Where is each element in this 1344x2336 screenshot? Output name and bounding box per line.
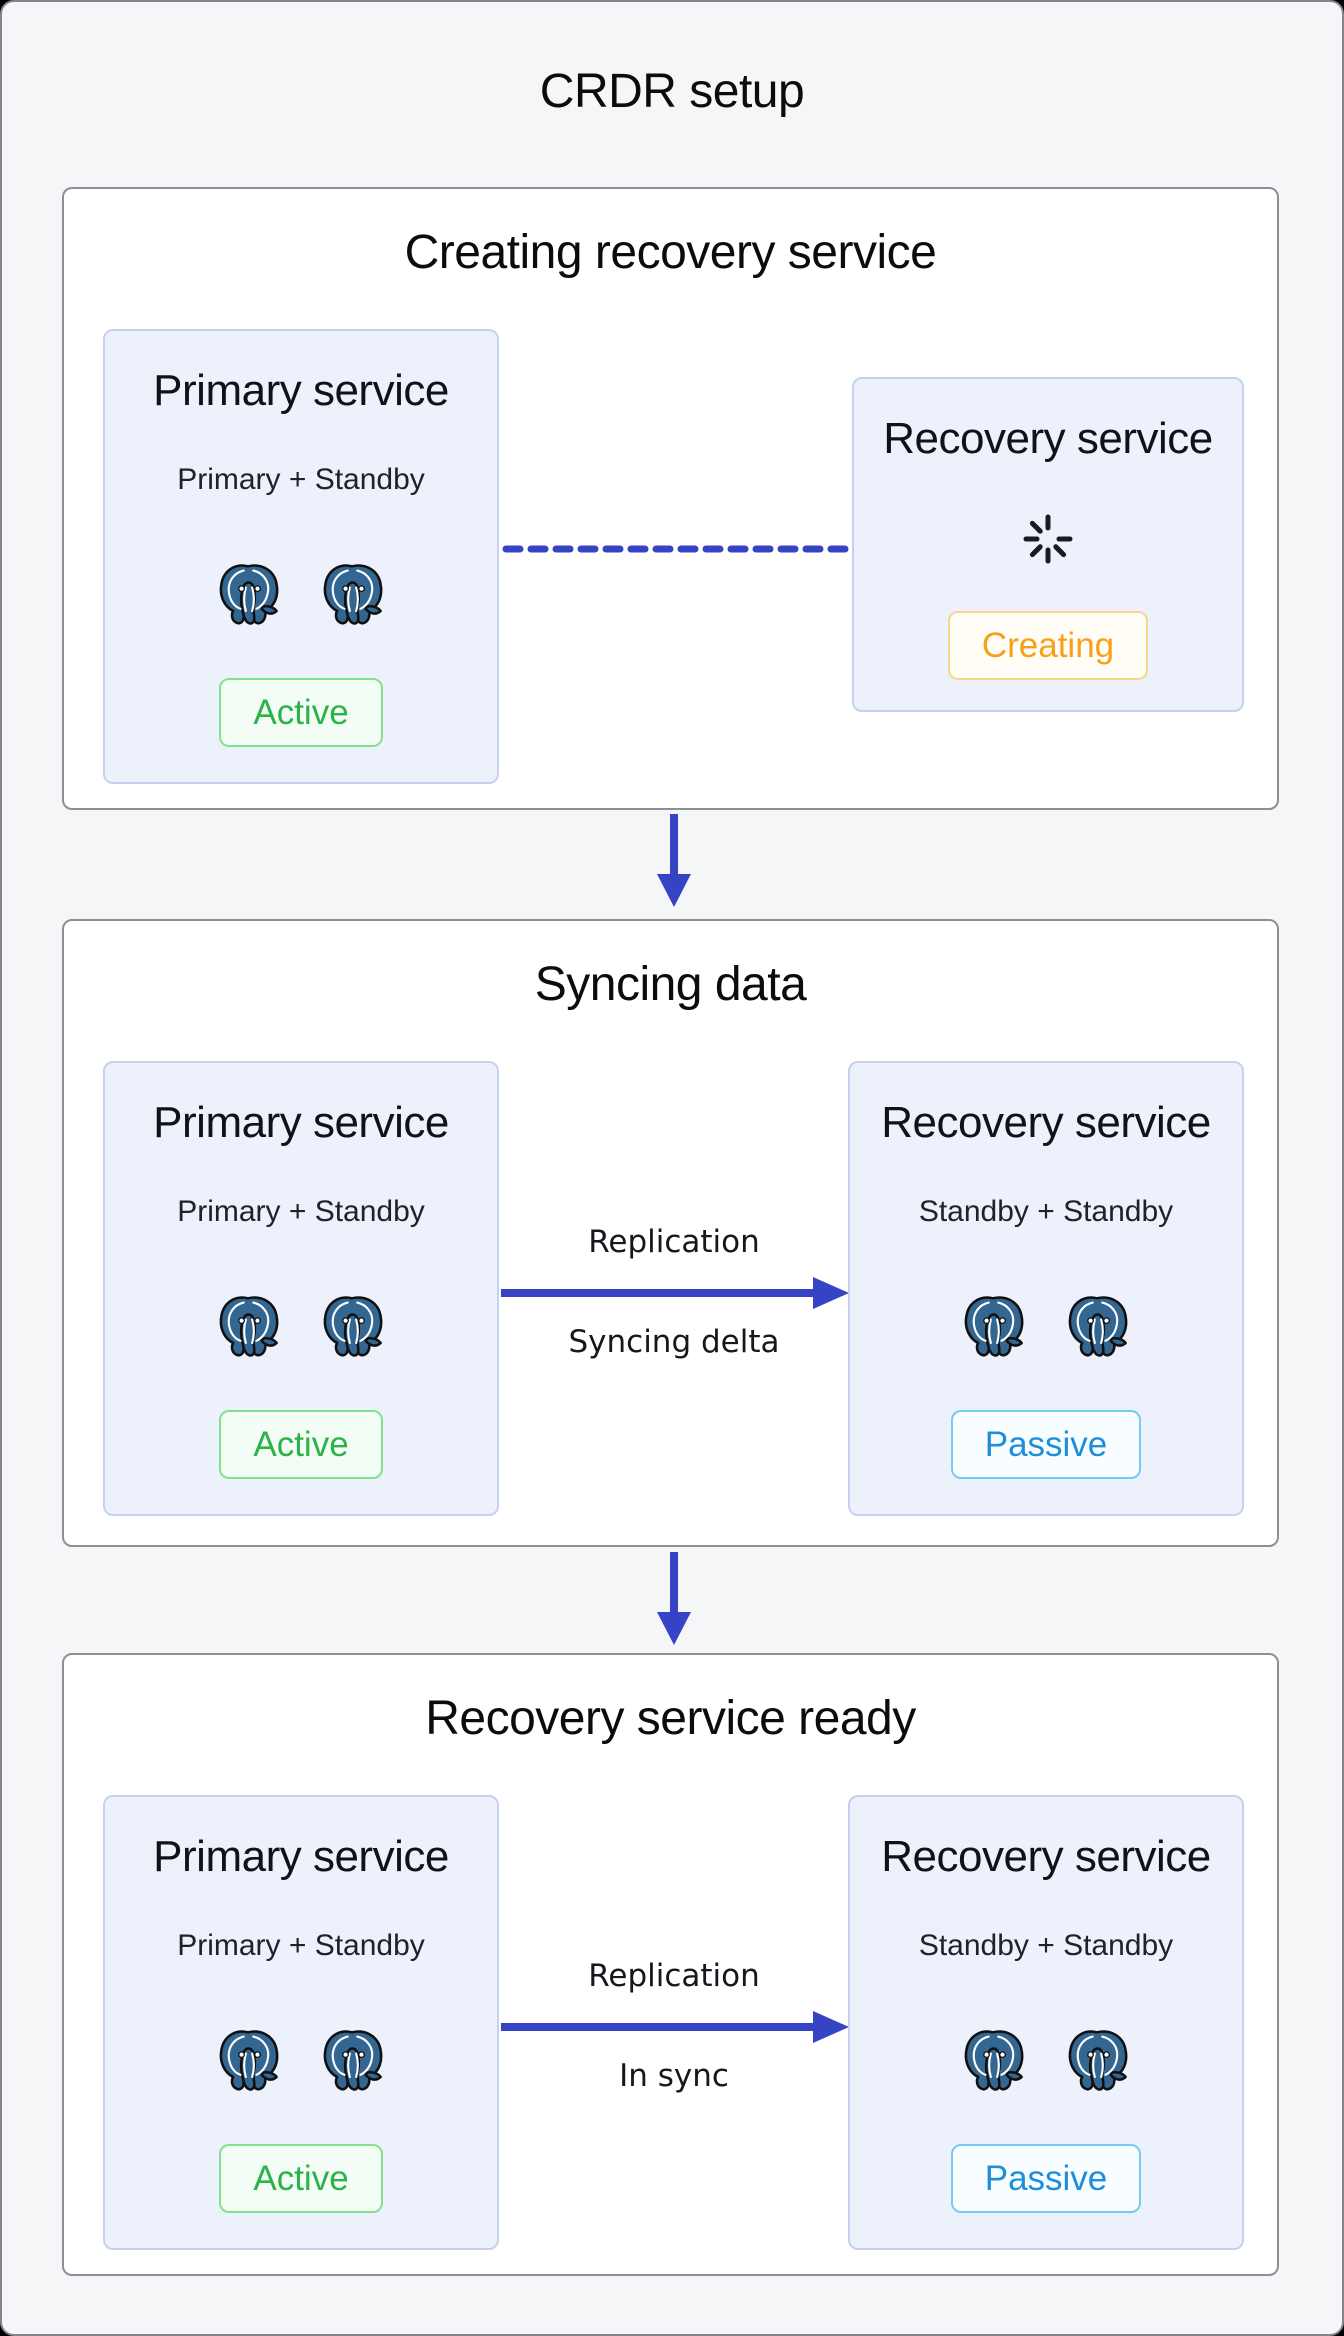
postgres-elephant-icon — [1064, 2027, 1132, 2095]
card-subtitle: Primary + Standby — [177, 463, 425, 496]
postgres-node-row — [215, 561, 387, 629]
status-badge: Active — [219, 1410, 383, 1479]
status-badge: Creating — [947, 611, 1149, 680]
status-badge: Passive — [950, 1410, 1142, 1479]
card-title: Primary service — [153, 1098, 449, 1147]
connector-label-bottom: In sync — [619, 2057, 729, 2094]
section-heading: Syncing data — [534, 958, 807, 1011]
loading-spinner-icon — [1020, 511, 1076, 567]
card-subtitle: Primary + Standby — [177, 1929, 425, 1962]
replication-connector: Replication In sync — [499, 1958, 849, 2094]
section-heading: Recovery service ready — [425, 1692, 916, 1745]
primary-service-card: Primary service Primary + Standby Active — [103, 329, 499, 784]
section-heading: Creating recovery service — [404, 226, 937, 279]
section-recovery-service-ready: Recovery service ready Primary service P… — [62, 1653, 1279, 2276]
page-title: CRDR setup — [539, 65, 805, 118]
primary-service-card: Primary service Primary + Standby Active — [103, 1795, 499, 2250]
postgres-elephant-icon — [215, 1293, 283, 1361]
dashed-connector-line — [502, 545, 850, 553]
postgres-elephant-icon — [1064, 1293, 1132, 1361]
postgres-elephant-icon — [960, 1293, 1028, 1361]
section-syncing-data: Syncing data Primary service Primary + S… — [62, 919, 1279, 1547]
postgres-elephant-icon — [960, 2027, 1028, 2095]
postgres-node-row — [215, 2027, 387, 2095]
postgres-node-row — [960, 2027, 1132, 2095]
card-title: Recovery service — [883, 414, 1213, 463]
status-badge: Passive — [950, 2144, 1142, 2213]
postgres-node-row — [960, 1293, 1132, 1361]
card-subtitle: Standby + Standby — [918, 1195, 1174, 1228]
card-title: Primary service — [153, 1832, 449, 1881]
arrow-right-icon — [501, 1276, 849, 1309]
primary-service-card: Primary service Primary + Standby Active — [103, 1061, 499, 1516]
status-badge: Active — [219, 678, 383, 747]
section-creating-recovery-service: Creating recovery service Primary servic… — [62, 187, 1279, 810]
postgres-elephant-icon — [319, 1293, 387, 1361]
recovery-service-card: Recovery service Creating — [852, 377, 1244, 712]
postgres-elephant-icon — [319, 561, 387, 629]
connector-label-top: Replication — [588, 1224, 760, 1260]
card-title: Primary service — [153, 366, 449, 415]
postgres-elephant-icon — [215, 561, 283, 629]
postgres-node-row — [215, 1293, 387, 1361]
replication-connector: Replication Syncing delta — [499, 1224, 849, 1360]
loading-spinner-wrap — [1020, 511, 1076, 567]
arrow-right-icon — [501, 2010, 849, 2043]
card-subtitle: Standby + Standby — [918, 1929, 1174, 1962]
recovery-service-card: Recovery service Standby + Standby Passi… — [848, 1795, 1244, 2250]
connector-label-top: Replication — [588, 1958, 760, 1994]
card-title: Recovery service — [881, 1832, 1211, 1881]
card-subtitle: Primary + Standby — [177, 1195, 425, 1228]
connector-label-bottom: Syncing delta — [568, 1323, 780, 1360]
postgres-elephant-icon — [215, 2027, 283, 2095]
card-title: Recovery service — [881, 1098, 1211, 1147]
recovery-service-card: Recovery service Standby + Standby Passi… — [848, 1061, 1244, 1516]
arrow-down-icon — [657, 814, 691, 907]
status-badge: Active — [219, 2144, 383, 2213]
arrow-down-icon — [657, 1552, 691, 1645]
postgres-elephant-icon — [319, 2027, 387, 2095]
